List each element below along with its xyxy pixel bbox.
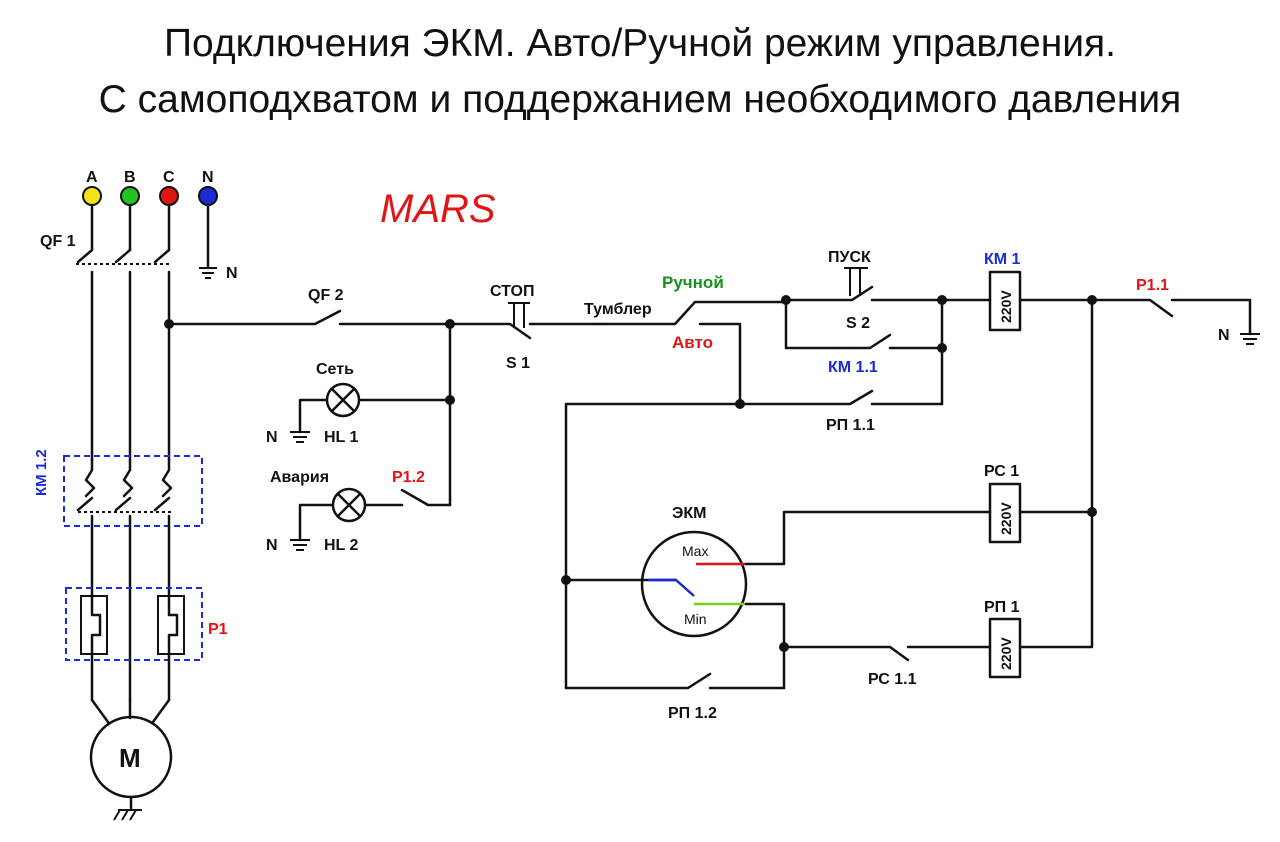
- svg-text:M: M: [119, 743, 141, 773]
- svg-text:S 1: S 1: [506, 355, 530, 372]
- svg-text:РП 1.2: РП 1.2: [668, 705, 717, 722]
- svg-text:Max: Max: [682, 543, 708, 559]
- rs1-coil: РС 1 220V: [984, 463, 1097, 544]
- svg-text:Авто: Авто: [672, 333, 713, 352]
- diagram-title-line1: Подключения ЭКМ. Авто/Ручной режим управ…: [164, 22, 1116, 65]
- svg-text:S 2: S 2: [846, 315, 870, 332]
- svg-text:Min: Min: [684, 611, 707, 627]
- svg-text:Сеть: Сеть: [316, 361, 354, 378]
- svg-text:QF 2: QF 2: [308, 287, 344, 304]
- ekm-needle: [648, 578, 695, 597]
- svg-text:P1: P1: [208, 621, 228, 638]
- svg-text:Тумблер: Тумблер: [584, 301, 652, 318]
- ekm-pressure-switch: ЭКМ Max Min: [561, 505, 1094, 690]
- km1-2-contacts: КМ 1.2: [33, 449, 203, 702]
- svg-text:ПУСК: ПУСК: [828, 249, 871, 266]
- p1-1-contact: P1.1 N: [1090, 277, 1260, 345]
- svg-text:P1.2: P1.2: [392, 469, 425, 486]
- toggle-switch: Тумблер Ручной Авто: [584, 273, 788, 406]
- motor: M: [89, 698, 173, 821]
- svg-text:ЭКМ: ЭКМ: [672, 505, 706, 522]
- p1-thermal-relay: P1: [65, 587, 228, 702]
- svg-text:HL 1: HL 1: [324, 429, 358, 446]
- brand-label: MARS: [380, 187, 496, 231]
- svg-text:РС 1.1: РС 1.1: [868, 671, 917, 688]
- svg-text:220V: 220V: [998, 502, 1014, 535]
- n-ground-top: N: [199, 203, 238, 282]
- phase-c-terminal: [159, 186, 179, 206]
- rs1-1-and-rp1: РС 1.1 РП 1 220V: [779, 599, 1094, 688]
- svg-text:N: N: [1218, 327, 1230, 344]
- svg-text:РП 1.1: РП 1.1: [826, 417, 875, 434]
- svg-text:220V: 220V: [998, 290, 1014, 323]
- hl1-lamp: Сеть N HL 1: [266, 361, 452, 446]
- rp1-2-contact: РП 1.2: [564, 672, 786, 722]
- svg-text:N: N: [266, 429, 278, 446]
- phase-c-label: C: [163, 169, 175, 186]
- svg-text:РП 1: РП 1: [984, 599, 1020, 616]
- phase-n-label: N: [202, 169, 214, 186]
- start-button-s2: ПУСК S 2 КМ 1.1: [781, 249, 947, 406]
- km1-coil: КМ 1 220V: [940, 251, 1097, 332]
- svg-text:КМ 1.1: КМ 1.1: [828, 359, 878, 376]
- svg-text:HL 2: HL 2: [324, 537, 358, 554]
- phase-b-terminal: [120, 186, 140, 206]
- svg-text:КМ 1: КМ 1: [984, 251, 1021, 268]
- svg-text:Авария: Авария: [270, 469, 329, 486]
- hl2-lamp: Авария P1.2 N HL 2: [266, 469, 452, 554]
- svg-text:N: N: [226, 265, 238, 282]
- phase-a-label: A: [86, 169, 98, 186]
- svg-text:P1.1: P1.1: [1136, 277, 1169, 294]
- rp1-1-contact: РП 1.1: [564, 389, 944, 690]
- svg-text:N: N: [266, 537, 278, 554]
- phase-a-terminal: [82, 186, 102, 206]
- svg-text:220V: 220V: [998, 637, 1014, 670]
- phase-b-label: B: [124, 169, 136, 186]
- svg-text:КМ 1.2: КМ 1.2: [33, 449, 50, 496]
- diagram-title-line2: С самоподхватом и поддержанием необходим…: [98, 78, 1182, 121]
- qf1-breaker: QF 1: [40, 203, 172, 462]
- svg-text:QF 1: QF 1: [40, 233, 76, 250]
- phase-n-terminal: [198, 186, 218, 206]
- svg-text:Ручной: Ручной: [662, 273, 724, 292]
- stop-button-s1: СТОП S 1: [448, 283, 602, 372]
- phase-terminals: A B C N: [82, 169, 218, 206]
- svg-text:РС 1: РС 1: [984, 463, 1019, 480]
- svg-text:СТОП: СТОП: [490, 283, 534, 300]
- control-main-line: QF 2: [164, 287, 455, 507]
